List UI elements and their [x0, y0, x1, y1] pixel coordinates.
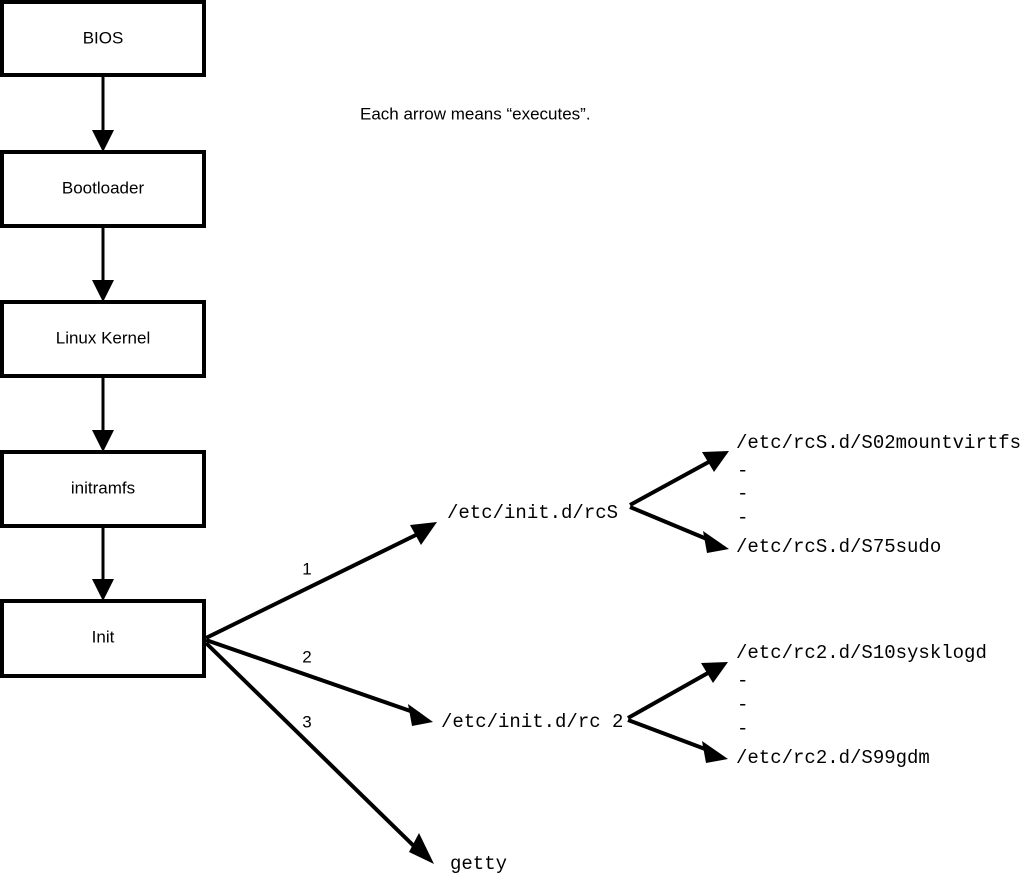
node-bios-rect [0, 0, 206, 77]
arrow-init-to-rc2 [205, 638, 433, 726]
node-bios-label: BIOS [83, 28, 124, 47]
arrow-rc2-to-last-script [627, 718, 728, 763]
edge-label-1: 1 [302, 559, 311, 578]
arrowhead-bootloader-to-kernel [92, 280, 114, 302]
node-rc2-label[interactable]: /etc/init.d/rc 2 [441, 711, 623, 733]
rcs-ellipsis-dash-1: - [737, 460, 748, 482]
rcs-ellipsis-dash-3: - [737, 507, 748, 529]
arrow-initramfs-to-init [92, 526, 114, 601]
arrow-kernel-to-initramfs [92, 376, 114, 452]
node-linux-kernel-label: Linux Kernel [56, 328, 151, 347]
arrowhead-init-to-rc2 [408, 704, 433, 726]
arrow-rcs-to-last-script [629, 505, 729, 553]
node-linux-kernel[interactable]: Linux Kernel [0, 300, 206, 378]
arrowhead-kernel-to-initramfs [92, 430, 114, 452]
arrowhead-bios-to-bootloader [92, 130, 114, 152]
node-bios[interactable]: BIOS [0, 0, 206, 77]
script-rc2-first[interactable]: /etc/rc2.d/S10sysklogd [736, 642, 987, 664]
arrowhead-rcs-to-first-script [702, 451, 729, 472]
node-initramfs[interactable]: initramfs [0, 450, 206, 528]
node-bootloader-label: Bootloader [62, 178, 145, 197]
arrowhead-rc2-to-first-script [701, 662, 728, 683]
arrow-bios-to-bootloader [92, 75, 114, 152]
arrow-rc2-to-first-script [627, 662, 728, 720]
rc2-ellipsis-dash-1: - [737, 670, 748, 692]
arrowhead-rc2-to-last-script [702, 741, 728, 763]
arrowhead-init-to-rcs [410, 522, 437, 545]
rc2-ellipsis-dash-2: - [737, 694, 748, 716]
node-initramfs-rect [0, 450, 206, 528]
node-rcs-label[interactable]: /etc/init.d/rcS [447, 502, 618, 524]
arrowhead-rcs-to-last-script [703, 531, 729, 553]
node-bootloader[interactable]: Bootloader [0, 150, 206, 228]
script-rcs-first[interactable]: /etc/rcS.d/S02mountvirtfs [736, 432, 1021, 454]
edge-label-2: 2 [302, 647, 311, 666]
arrow-bootloader-to-kernel [92, 226, 114, 302]
arrow-init-to-getty [204, 641, 434, 864]
node-init[interactable]: Init [0, 599, 206, 678]
node-getty-label[interactable]: getty [450, 853, 507, 875]
script-rc2-last[interactable]: /etc/rc2.d/S99gdm [736, 747, 930, 769]
node-initramfs-label: initramfs [71, 478, 135, 497]
arrow-init-to-rcs [205, 522, 437, 640]
node-init-label: Init [92, 627, 115, 646]
arrowhead-initramfs-to-init [92, 579, 114, 601]
script-rcs-last[interactable]: /etc/rcS.d/S75sudo [736, 536, 941, 558]
arrow-rcs-to-first-script [629, 451, 729, 507]
rcs-ellipsis-dash-2: - [737, 483, 748, 505]
edge-label-3: 3 [302, 712, 311, 731]
rc2-ellipsis-dash-3: - [737, 718, 748, 740]
arrowhead-init-to-getty [409, 833, 434, 864]
diagram-caption: Each arrow means “executes”. [360, 104, 591, 123]
